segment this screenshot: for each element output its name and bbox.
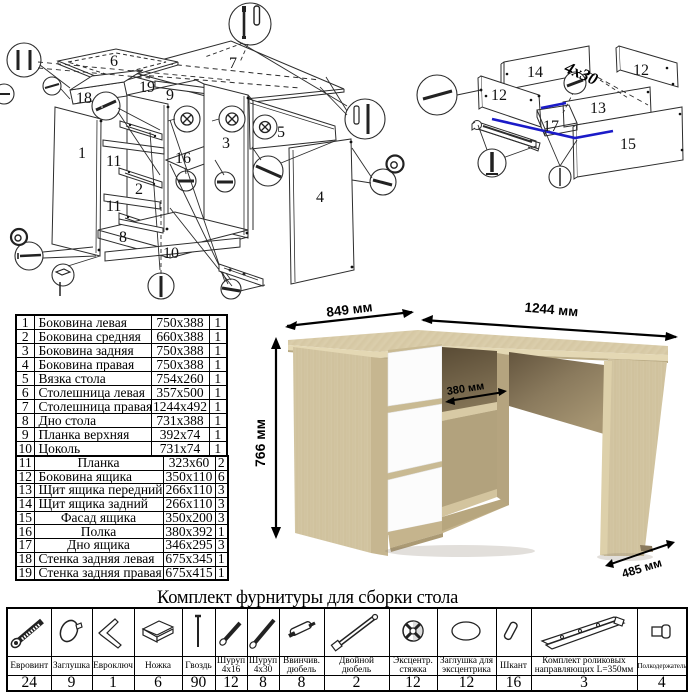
svg-text:10: 10 [163,245,179,262]
svg-text:9: 9 [166,87,174,104]
svg-text:3: 3 [222,135,230,152]
svg-text:15: 15 [620,136,636,153]
svg-text:11: 11 [106,153,121,170]
svg-text:6: 6 [110,53,118,70]
svg-text:19: 19 [139,79,155,96]
svg-text:4: 4 [316,189,324,206]
svg-text:13: 13 [590,100,606,117]
svg-text:1244 мм: 1244 мм [524,300,579,320]
svg-text:11: 11 [106,198,121,215]
svg-text:849 мм: 849 мм [326,299,374,320]
svg-text:12: 12 [491,87,507,104]
svg-text:12: 12 [633,62,649,79]
svg-text:18: 18 [76,90,92,107]
svg-text:2: 2 [135,181,143,198]
svg-text:17: 17 [543,118,559,135]
svg-text:7: 7 [229,55,237,72]
svg-text:14: 14 [527,64,543,81]
svg-text:380 мм: 380 мм [446,380,485,398]
svg-text:766 мм: 766 мм [252,419,268,467]
svg-text:8: 8 [119,229,127,246]
svg-text:5: 5 [277,124,285,141]
svg-text:1: 1 [78,145,86,162]
svg-text:16: 16 [175,150,191,167]
